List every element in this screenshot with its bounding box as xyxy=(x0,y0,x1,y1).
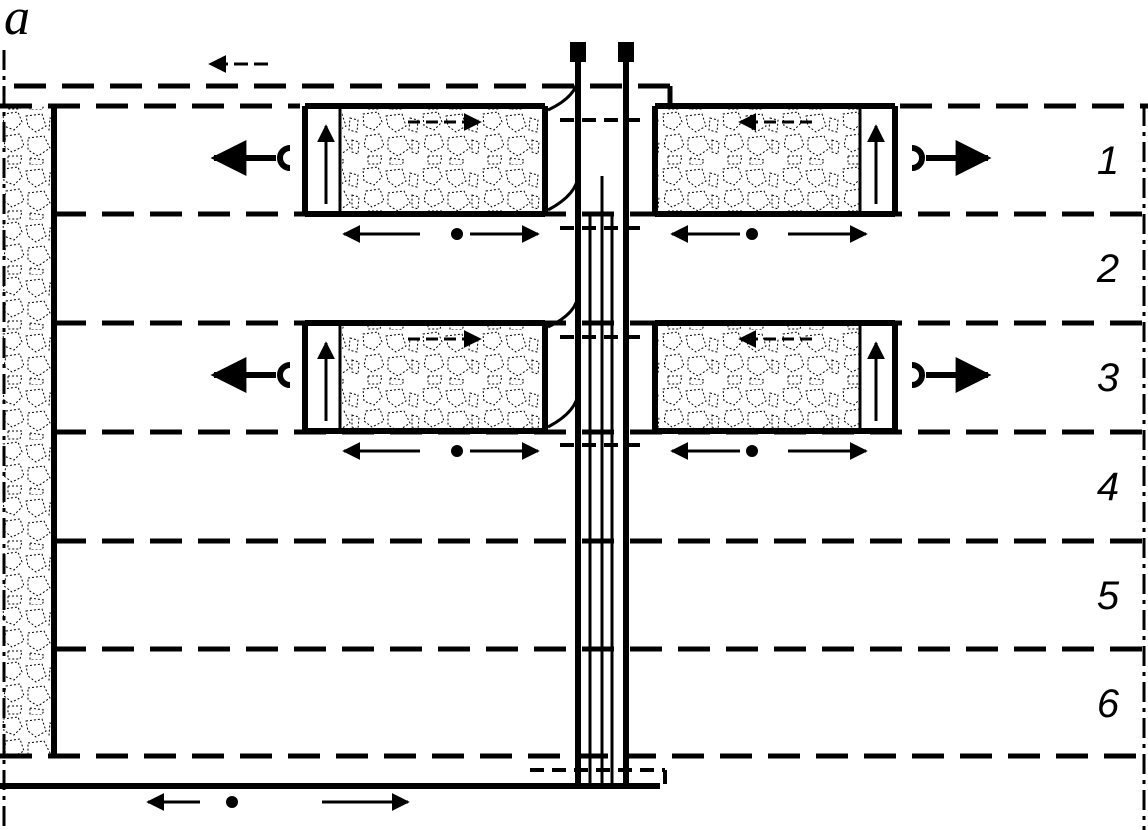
stope-level-1 xyxy=(210,75,992,243)
level-label-6: 6 xyxy=(1097,682,1120,726)
stope-level-3 xyxy=(210,292,992,460)
level-labels: 1 2 3 4 5 6 xyxy=(1096,139,1120,726)
top-ventilation-drift xyxy=(14,55,673,104)
figure-label: a xyxy=(4,0,30,46)
level-label-2: 2 xyxy=(1096,247,1119,291)
level-label-1: 1 xyxy=(1097,139,1119,183)
level-label-3: 3 xyxy=(1097,356,1119,400)
stopes xyxy=(210,75,992,460)
bottom-haulage-drift xyxy=(0,768,667,811)
level-boundaries xyxy=(0,103,1148,759)
left-rock-pillar xyxy=(0,106,54,754)
shafts xyxy=(570,42,634,786)
level-label-5: 5 xyxy=(1097,574,1120,618)
level-label-4: 4 xyxy=(1097,465,1119,509)
